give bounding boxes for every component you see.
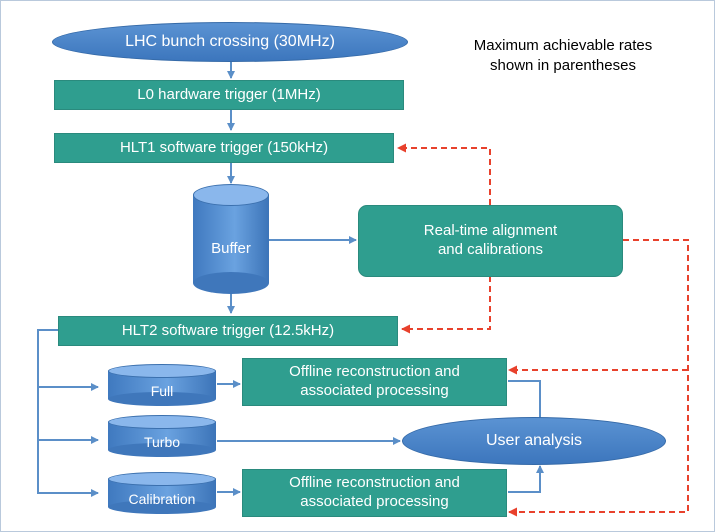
l0-hardware-trigger-node: L0 hardware trigger (1MHz) (54, 80, 404, 110)
feedback-alignment-to-offline (508, 239, 689, 517)
calibration-stream-cylinder: Calibration (108, 472, 216, 514)
buffer-cylinder: Buffer (193, 184, 269, 294)
feedback-alignment-to-hlt2 (401, 276, 491, 334)
user-analysis-label: User analysis (485, 432, 583, 449)
hlt1-software-trigger-node: HLT1 software trigger (150kHz) (54, 133, 394, 163)
turbo-stream-label: Turbo (143, 434, 181, 450)
lhc-bunch-crossing-label: LHC bunch crossing (30MHz) (125, 33, 335, 50)
arrow-offline-bottom-to-user-analysis (508, 465, 544, 493)
l0-hardware-trigger-label: L0 hardware trigger (1MHz) (137, 85, 321, 103)
full-stream-cylinder: Full (108, 364, 216, 406)
offline-reconstruction-bottom-node: Offline reconstruction and associated pr… (242, 469, 507, 517)
offline-reconstruction-top-node: Offline reconstruction and associated pr… (242, 358, 507, 406)
hlt2-software-trigger-label: HLT2 software trigger (12.5kHz) (121, 321, 335, 339)
buffer-label: Buffer (211, 240, 251, 257)
user-analysis-node: User analysis (402, 417, 666, 465)
calibration-stream-label: Calibration (128, 491, 196, 507)
full-stream-label: Full (150, 383, 174, 399)
hlt2-distribution-trunk (37, 329, 99, 497)
arrow-offline-top-to-user-analysis (508, 380, 544, 426)
offline-reconstruction-top-label: Offline reconstruction and associated pr… (289, 363, 460, 399)
hlt2-software-trigger-node: HLT2 software trigger (12.5kHz) (58, 316, 398, 346)
lhc-bunch-crossing-node: LHC bunch crossing (30MHz) (52, 22, 408, 62)
real-time-alignment-node: Real-time alignment and calibrations (358, 205, 623, 277)
hlt1-software-trigger-label: HLT1 software trigger (150kHz) (119, 138, 329, 156)
offline-reconstruction-bottom-label: Offline reconstruction and associated pr… (289, 474, 460, 510)
rates-note: Maximum achievable rates shown in parent… (473, 37, 653, 74)
real-time-alignment-label: Real-time alignment and calibrations (423, 222, 558, 258)
feedback-alignment-to-hlt1 (397, 143, 491, 205)
turbo-stream-cylinder: Turbo (108, 415, 216, 457)
